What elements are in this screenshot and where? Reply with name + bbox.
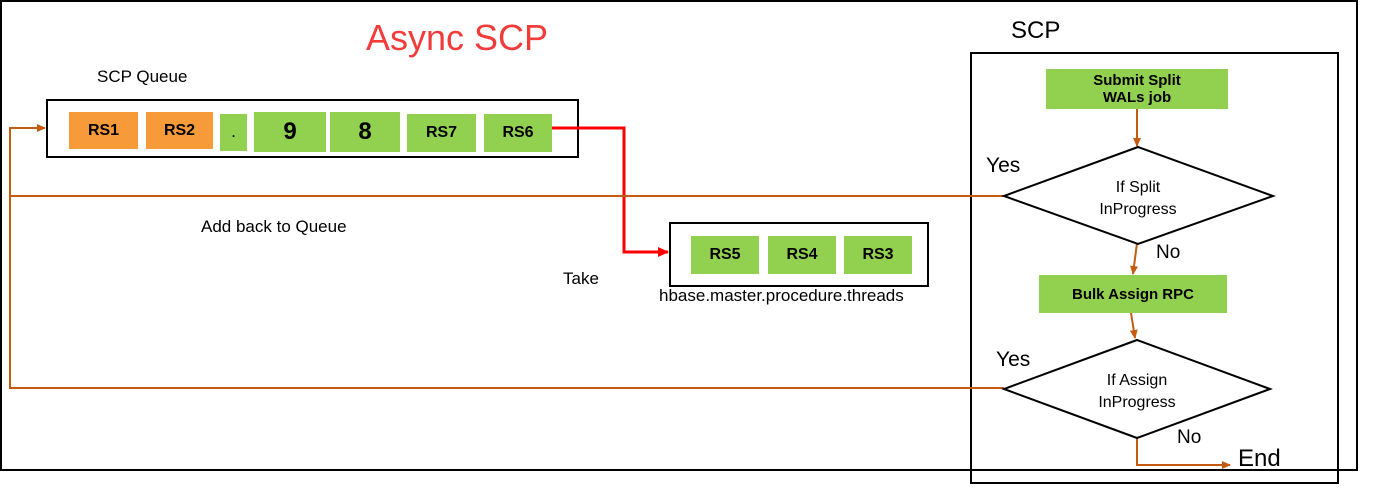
diagram-title: Async SCP: [366, 17, 549, 58]
end-label: End: [1238, 445, 1281, 472]
threads-container: [669, 222, 929, 287]
take-label: Take: [563, 269, 599, 288]
scp-queue-label: SCP Queue: [97, 67, 188, 86]
arrow-bulk-to-decision2: [1129, 312, 1138, 339]
threads-label: hbase.master.procedure.threads: [659, 286, 904, 305]
thread-item-rs4: RS4: [768, 236, 836, 274]
bulk-assign-rpc-box: Bulk Assign RPC: [1039, 275, 1227, 313]
yes-label-1: Yes: [986, 154, 1021, 177]
decision-split-diamond: [1001, 145, 1276, 246]
queue-item-9: 9: [254, 112, 326, 152]
queue-item-8: 8: [330, 112, 400, 152]
no-label-1: No: [1156, 242, 1181, 263]
no-label-2: No: [1177, 427, 1202, 448]
arrow-decision2-to-end: [1136, 437, 1231, 469]
add-back-line-2: [9, 124, 1004, 389]
scp-panel: [970, 52, 1339, 484]
queue-item-rs1: RS1: [69, 112, 138, 149]
take-arrow: [552, 126, 669, 257]
submit-split-wals-box: Submit Split WALs job: [1046, 69, 1228, 109]
queue-item-rs7: RS7: [407, 114, 476, 152]
scp-label: SCP: [1011, 17, 1061, 44]
queue-item-rs2: RS2: [146, 112, 213, 149]
decision-assign-diamond: [1001, 338, 1273, 440]
queue-item-rs6: RS6: [484, 114, 552, 152]
decision-assign-text: If Assign InProgress: [1098, 372, 1176, 411]
queue-item-ellipsis: .: [220, 114, 247, 151]
arrow-decision1-to-bulk: [1130, 242, 1138, 275]
outer-frame: [0, 0, 1358, 471]
yes-label-2: Yes: [996, 348, 1031, 371]
thread-item-rs3: RS3: [844, 236, 912, 274]
thread-item-rs5: RS5: [691, 236, 759, 274]
decision-split-text: If Split InProgress: [1099, 179, 1177, 218]
add-back-label: Add back to Queue: [201, 217, 347, 236]
